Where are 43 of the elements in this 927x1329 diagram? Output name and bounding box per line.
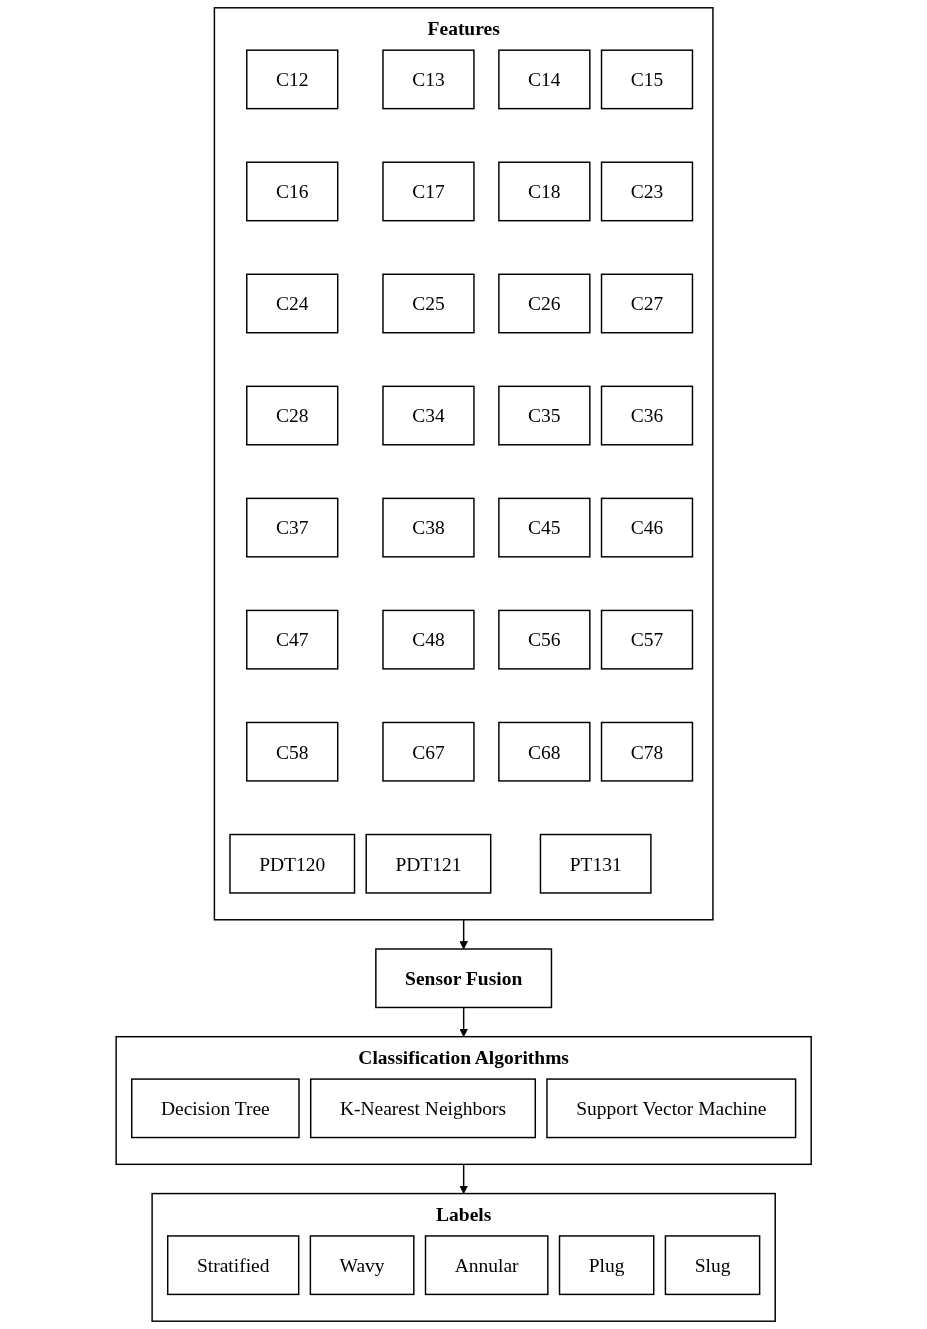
node-box: C14 <box>497 49 591 110</box>
node-box: C56 <box>497 609 591 670</box>
node-box: C38 <box>382 497 475 558</box>
node-box: C13 <box>382 49 475 110</box>
node-box: C24 <box>245 273 339 334</box>
node-box: C16 <box>245 161 339 222</box>
node-box: C36 <box>600 385 694 446</box>
node-box: C46 <box>600 497 694 558</box>
node-box: C78 <box>600 721 694 782</box>
node-box: Annular <box>424 1235 549 1296</box>
node-box: C27 <box>600 273 694 334</box>
node-box: C58 <box>245 721 339 782</box>
arrow <box>459 1163 468 1194</box>
node-box: Sensor Fusion <box>374 948 553 1009</box>
node-box: C12 <box>245 49 339 110</box>
node-box: Decision Tree <box>130 1078 300 1139</box>
node-box: C37 <box>245 497 339 558</box>
node-box: C18 <box>497 161 591 222</box>
node-box: C25 <box>382 273 475 334</box>
node-box: Stratified <box>166 1235 300 1296</box>
node-box: PDT121 <box>365 833 492 894</box>
node-box: Support Vector Machine <box>546 1078 797 1139</box>
node-box: C57 <box>600 609 694 670</box>
node-box: C26 <box>497 273 591 334</box>
node-box: C15 <box>600 49 694 110</box>
node-box: PDT120 <box>229 833 356 894</box>
node-box: C35 <box>497 385 591 446</box>
node-box: C68 <box>497 721 591 782</box>
node-box: K-Nearest Neighbors <box>309 1078 536 1139</box>
node-box: C34 <box>382 385 475 446</box>
node-box: C47 <box>245 609 339 670</box>
node-box: PT131 <box>539 833 652 894</box>
node-box: C23 <box>600 161 694 222</box>
node-box: Slug <box>664 1235 761 1296</box>
node-box: C45 <box>497 497 591 558</box>
node-box: Plug <box>558 1235 655 1296</box>
node-box: C28 <box>245 385 339 446</box>
node-box: Wavy <box>309 1235 415 1296</box>
node-box: C67 <box>382 721 475 782</box>
node-box: C17 <box>382 161 475 222</box>
node-box: C48 <box>382 609 475 670</box>
arrow <box>459 919 468 950</box>
arrow <box>459 1006 468 1038</box>
